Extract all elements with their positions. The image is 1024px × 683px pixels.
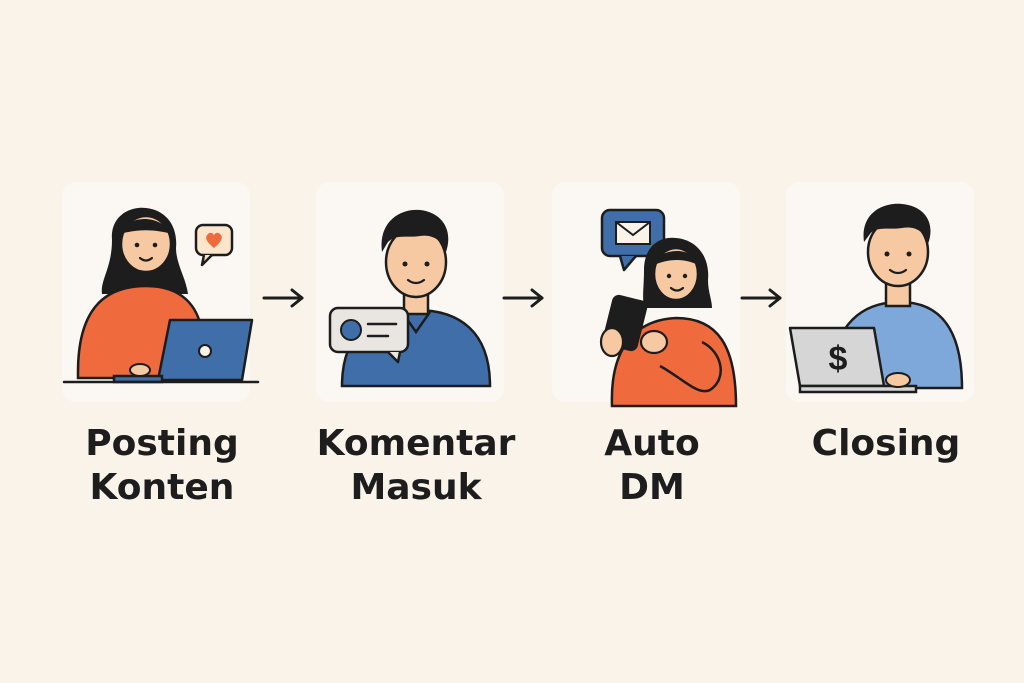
arrow-right-icon xyxy=(740,288,782,308)
man-icon xyxy=(340,209,492,388)
step-label: Komentar Masuk xyxy=(296,422,536,510)
komentar-illustration xyxy=(328,209,492,388)
step-label: Auto DM xyxy=(532,422,772,510)
step-label-line1: Auto xyxy=(604,423,700,464)
step-label-line2: Konten xyxy=(89,467,235,508)
step-label-line1: Posting xyxy=(85,423,239,464)
arrow-right-icon xyxy=(262,288,304,308)
dollar-sign-icon: $ xyxy=(829,340,848,378)
laptop-icon: $ xyxy=(788,326,918,394)
woman-icon xyxy=(76,207,204,380)
step-label-line1: Closing xyxy=(811,423,961,464)
step-label-line2: DM xyxy=(619,467,685,508)
step-label: Closing xyxy=(766,422,1006,466)
mail-speech-bubble-icon xyxy=(600,208,666,272)
step-label: Posting Konten xyxy=(42,422,282,510)
step-label-line1: Komentar xyxy=(316,423,516,464)
laptop-icon xyxy=(112,318,254,384)
smartphone-icon xyxy=(599,294,669,358)
closing-illustration: $ xyxy=(788,203,964,394)
posting-illustration xyxy=(62,207,260,384)
arrow-right-icon xyxy=(502,288,544,308)
comment-bubble-icon xyxy=(328,306,410,364)
heart-speech-bubble-icon xyxy=(194,223,234,267)
auto-dm-illustration xyxy=(599,208,738,408)
step-label-line2: Masuk xyxy=(350,467,482,508)
